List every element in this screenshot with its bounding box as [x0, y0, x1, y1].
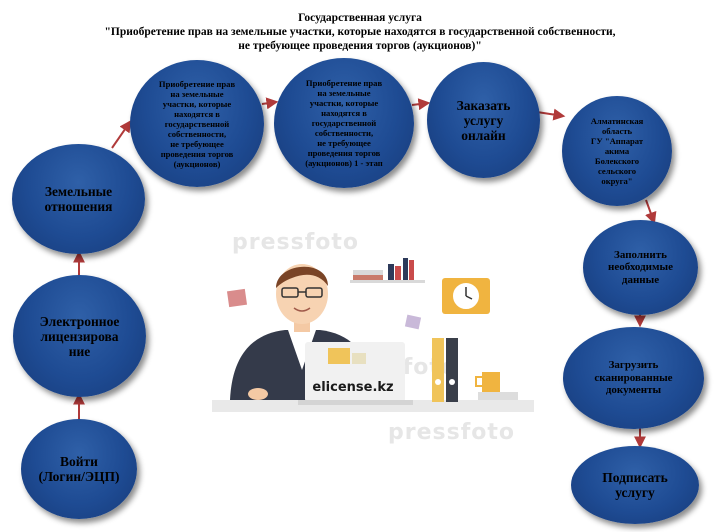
node-land-line: отношения: [44, 199, 113, 214]
node-order-line: услугу: [463, 112, 504, 128]
node-service2-line: собственности,: [314, 128, 374, 138]
book: [409, 260, 414, 280]
arrow-order-to-agency: [536, 108, 566, 121]
node-service1-line: собственности,: [167, 128, 227, 139]
node-login-line: (Логин/ЭЦП): [38, 469, 120, 484]
office-worker-illustration: [212, 258, 534, 412]
node-electronic-licensing: Электронное лицензирова ние: [13, 275, 146, 397]
sticky-note: [226, 288, 248, 308]
book: [388, 264, 394, 280]
node-upload-line: сканированные: [594, 371, 673, 384]
node-service1-line: проведения торгов: [160, 148, 234, 159]
node-agency: Алматинская область ГУ "Аппарат акима Бо…: [562, 96, 672, 206]
title-line-2: "Приобретение прав на земельные участки,…: [104, 26, 616, 38]
sticky-note: [404, 314, 422, 330]
person-hair: [276, 266, 328, 288]
node-upload-line: Загрузить: [608, 359, 659, 372]
node-sign-line: услугу: [615, 485, 655, 500]
node-order-line: Заказать: [456, 97, 511, 113]
node-service1-line: находятся в: [174, 108, 220, 119]
node-service-description: Приобретение прав на земельные участки, …: [130, 60, 264, 187]
node-service2-line: находятся в: [321, 108, 367, 118]
node-service1-line: на земельные: [170, 88, 224, 99]
book: [395, 266, 401, 280]
desk: [212, 400, 534, 412]
node-service1-line: (аукционов): [173, 158, 221, 169]
node-service2-line: на земельные: [317, 88, 371, 98]
node-service2-line: (аукционов) 1 - этап: [305, 158, 383, 168]
node-agency-line: акима: [604, 146, 630, 156]
node-service2-line: проведения торгов: [307, 148, 381, 158]
person-shirt: [288, 330, 316, 370]
mug: [482, 372, 500, 392]
node-elic-line: Электронное: [39, 313, 120, 329]
binder: [446, 338, 458, 402]
node-elic-line: лицензирова: [40, 328, 119, 344]
node-login: Войти (Логин/ЭЦП): [21, 419, 137, 519]
node-agency-line: область: [601, 126, 633, 136]
node-fill-line: необходимые: [608, 261, 673, 274]
laptop-url-label: elicense.kz: [312, 380, 394, 395]
shelf: [350, 280, 425, 283]
node-agency-line: сельского: [597, 166, 637, 176]
node-login-line: Войти: [60, 454, 98, 469]
arrow-service1-to-service2: [261, 97, 279, 110]
node-upload-line: документы: [605, 384, 662, 397]
node-service1-line: государственной: [164, 118, 230, 129]
node-service2-line: участки, которые: [309, 98, 379, 108]
book: [403, 258, 408, 280]
node-service2-line: не требующее: [317, 138, 371, 148]
node-agency-line: округа": [601, 176, 633, 186]
node-fill-line: Заполнить: [614, 248, 667, 261]
node-service1-line: Приобретение прав: [158, 78, 236, 89]
node-sign-service: Подписать услугу: [571, 446, 699, 524]
node-service-stage-1: Приобретение прав на земельные участки, …: [274, 58, 414, 188]
node-fill-data: Заполнить необходимые данные: [583, 220, 698, 315]
node-agency-line: Алматинская: [590, 116, 644, 126]
book: [353, 275, 383, 280]
node-sign-line: Подписать: [602, 470, 668, 485]
node-service1-line: не требующее: [170, 138, 224, 149]
node-upload-documents: Загрузить сканированные документы: [563, 327, 704, 429]
watermark: pressfoto: [232, 230, 360, 255]
node-service2-line: государственной: [311, 118, 377, 128]
node-agency-line: ГУ "Аппарат: [590, 136, 644, 146]
watermark: pressfoto: [388, 420, 516, 445]
node-order-online: Заказать услугу онлайн: [427, 62, 540, 178]
folder-icon: [328, 348, 350, 364]
node-service2-line: Приобретение прав: [305, 78, 383, 88]
node-service1-line: участки, которые: [162, 98, 232, 109]
book: [353, 270, 383, 275]
node-fill-line: данные: [621, 273, 660, 286]
node-land-line: Земельные: [44, 184, 113, 199]
arrow-agency-to-fill: [645, 199, 657, 225]
node-land-relations: Земельные отношения: [12, 144, 145, 254]
papers: [478, 392, 518, 400]
arrow-service2-to-order: [411, 98, 431, 111]
node-elic-line: ние: [68, 343, 91, 359]
binder: [432, 338, 444, 402]
title-line-1: Государственная услуга: [298, 12, 422, 24]
arrow-land-to-service1: [111, 120, 132, 149]
node-agency-line: Болекского: [594, 156, 640, 166]
title-line-3: не требующее проведения торгов (аукционо…: [238, 40, 482, 52]
laptop-base: [298, 400, 413, 405]
node-order-line: онлайн: [461, 127, 506, 143]
